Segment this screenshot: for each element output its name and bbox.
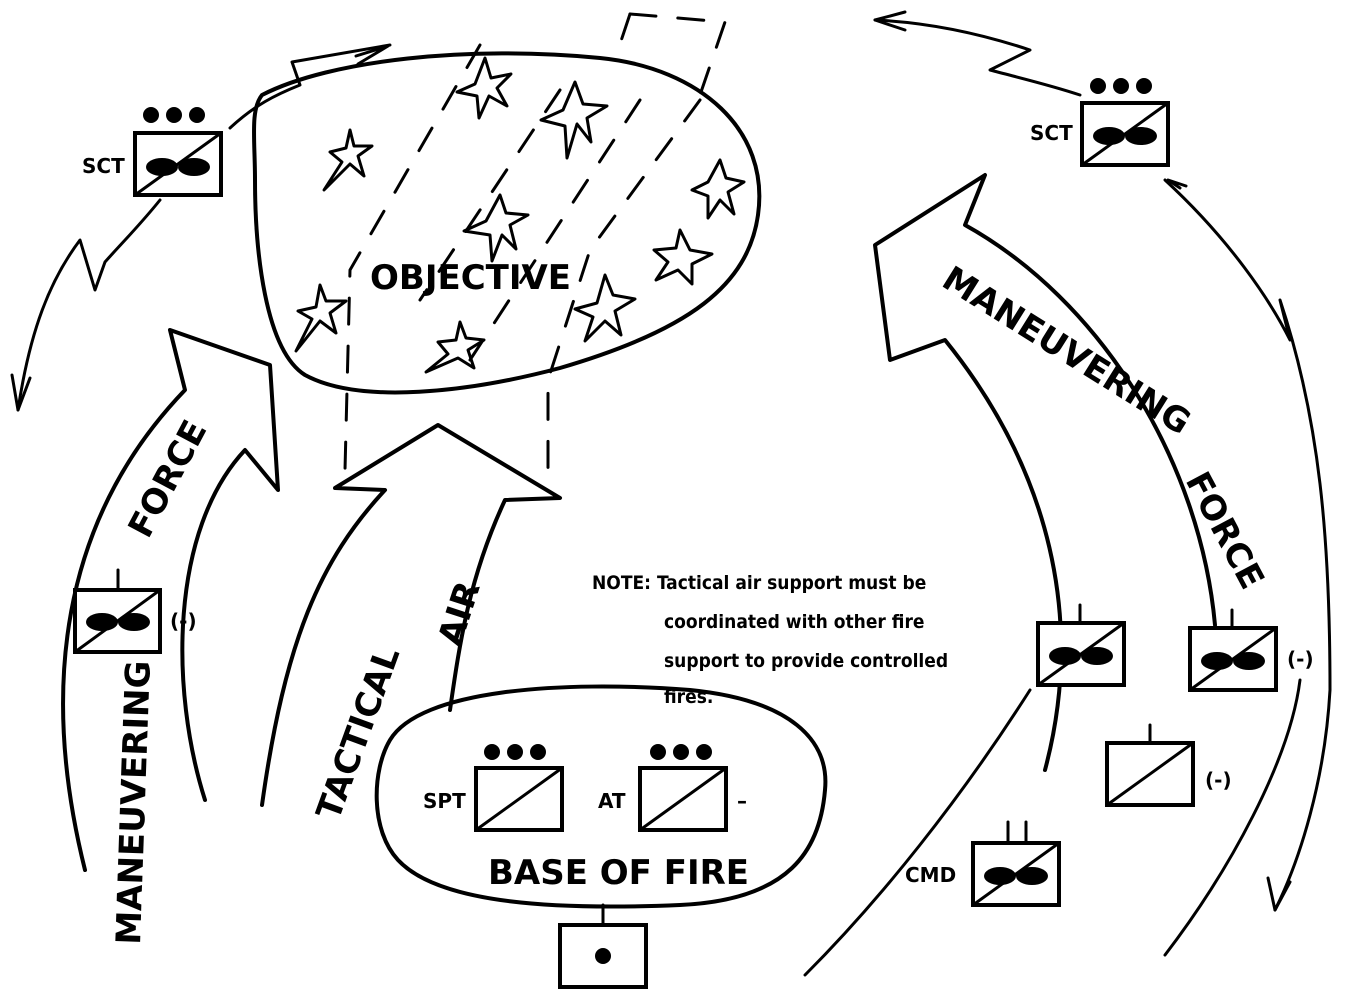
right-maneuvering-label: MANEUVERING xyxy=(935,259,1197,444)
left-reduced-label: (-) xyxy=(170,609,197,633)
objective-label: OBJECTIVE xyxy=(370,258,571,298)
spt-label: SPT xyxy=(423,789,466,813)
note-line-1: NOTE: Tactical air support must be xyxy=(592,572,926,594)
right-reduced-label-2: (-) xyxy=(1205,768,1232,792)
explosion-icons xyxy=(294,56,746,374)
left-mech-unit: (-) xyxy=(73,568,197,654)
right-sct-label: SCT xyxy=(1030,121,1073,145)
note-block: NOTE: Tactical air support must be coord… xyxy=(592,572,948,708)
right-infantry-unit: (-) xyxy=(1105,723,1232,807)
left-maneuvering-label: MANEUVERING xyxy=(109,660,159,945)
artillery-unit xyxy=(558,903,648,989)
cmd-label: CMD xyxy=(905,863,956,887)
support-unit: SPT xyxy=(423,744,564,832)
right-mech-unit-2: (-) xyxy=(1188,608,1314,692)
air-label: AIR xyxy=(431,576,489,650)
at-label: AT xyxy=(598,789,626,813)
left-scout-unit: SCT xyxy=(82,107,223,197)
objective-area: OBJECTIVE xyxy=(252,12,762,472)
right-force-label: FORCE xyxy=(1177,465,1272,595)
base-of-fire-label: BASE OF FIRE xyxy=(488,853,749,893)
base-of-fire-area: BASE OF FIRE xyxy=(374,684,828,909)
right-scout-unit: SCT xyxy=(1030,78,1170,167)
left-scout-route xyxy=(10,43,392,412)
note-line-2: coordinated with other fire xyxy=(664,611,925,633)
note-line-3: support to provide controlled xyxy=(664,650,948,672)
tactical-air-arrow: TACTICAL AIR xyxy=(260,423,562,825)
command-unit: CMD xyxy=(905,820,1061,907)
at-suffix: – xyxy=(737,789,747,813)
note-line-4: fires. xyxy=(664,686,713,708)
antitank-unit: AT – xyxy=(598,744,747,832)
right-mech-unit-1 xyxy=(1036,603,1126,687)
right-scout-route xyxy=(873,10,1332,957)
right-reduced-label-1: (-) xyxy=(1287,647,1314,671)
left-sct-label: SCT xyxy=(82,154,125,178)
